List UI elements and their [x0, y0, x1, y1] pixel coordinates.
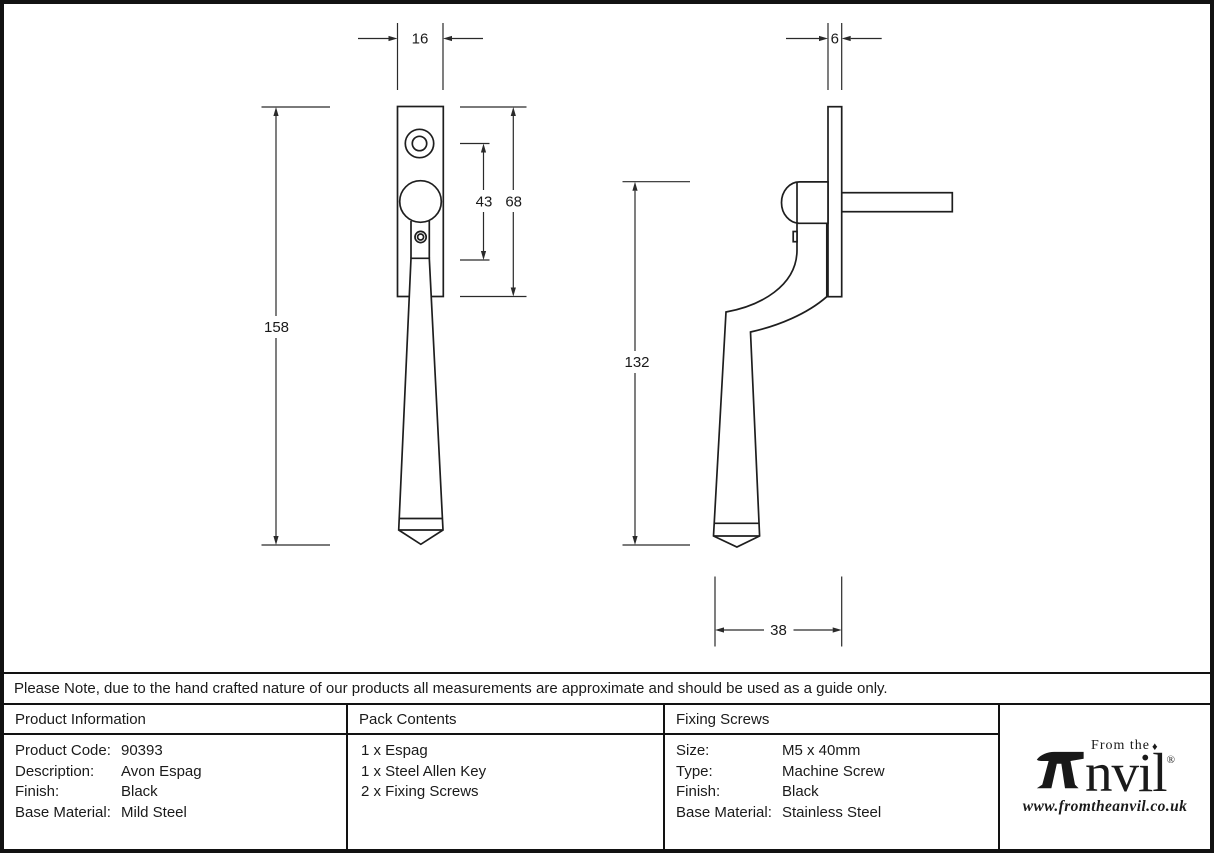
row-label: Size: [676, 742, 710, 759]
logo-url: www.fromtheanvil.co.uk [1022, 798, 1188, 816]
pack-contents-column: Pack Contents 1 x Espag 1 x Steel Allen … [348, 705, 665, 849]
front-grip [397, 257, 444, 546]
dim-side-projection: 38 [770, 622, 787, 639]
row-label: Type: [676, 762, 713, 780]
list-item: 2 x Fixing Screws [361, 783, 479, 801]
logo-prefix: From the♦ [1091, 737, 1159, 753]
dim-side-plate-thickness: 6 [831, 31, 839, 48]
side-handle [712, 222, 828, 548]
table-row: Size: M5 x 40mm [676, 741, 987, 762]
diamond-icon: ♦ [1151, 740, 1159, 753]
front-dimensions: 16 158 43 68 [261, 23, 527, 546]
dim-front-plate-height: 68 [505, 194, 522, 211]
front-grub-screw [414, 230, 428, 244]
registered-mark: ® [1166, 753, 1175, 766]
row-label: Description: [15, 762, 95, 780]
info-table: Product Information Product Code: 90393 … [4, 705, 1210, 849]
row-value: Black [121, 783, 158, 801]
dim-front-total-length: 158 [264, 319, 289, 336]
product-information-header: Product Information [4, 705, 346, 735]
front-view [396, 105, 445, 546]
table-row: Base Material: Mild Steel [15, 803, 335, 824]
brand-logo-cell: From the♦ nvil® www.fromtheanvil.co.uk [1000, 705, 1210, 849]
table-row: Type: Machine Screw [676, 762, 987, 783]
row-label: Base Material: [15, 803, 111, 821]
side-grub-screw [792, 230, 798, 243]
row-value: 90393 [121, 742, 163, 759]
table-row: Finish: Black [15, 782, 335, 803]
row-label: Product Code: [15, 742, 111, 759]
product-information-column: Product Information Product Code: 90393 … [4, 705, 348, 849]
side-knob [780, 181, 829, 225]
note-bar: Please Note, due to the hand crafted nat… [4, 672, 1210, 705]
dim-front-plate-width: 16 [412, 31, 429, 48]
row-label: Base Material: [676, 803, 772, 821]
table-row: Description: Avon Espag [15, 762, 335, 783]
row-label: Finish: [676, 783, 721, 801]
note-text: Please Note, due to the hand crafted nat… [14, 680, 888, 697]
row-value: Stainless Steel [782, 803, 882, 821]
row-value: Avon Espag [121, 762, 202, 780]
pack-contents-header: Pack Contents [348, 705, 663, 735]
front-ferrule [398, 517, 443, 531]
technical-drawing: 16 158 43 68 [261, 23, 954, 647]
side-view [712, 105, 954, 548]
table-row: Product Code: 90393 [15, 741, 335, 762]
front-top-screw-hole [404, 128, 435, 159]
list-item: 1 x Steel Allen Key [361, 762, 487, 780]
side-dimensions: 6 132 38 [622, 23, 882, 647]
table-row: Finish: Black [676, 782, 987, 803]
front-knob [398, 179, 443, 224]
list-item: 1 x Espag [361, 742, 428, 759]
dim-front-hole-to-joint: 43 [476, 194, 493, 211]
row-label: Finish: [15, 783, 60, 801]
logo-name: nvil® [1085, 741, 1175, 803]
side-spindle [840, 191, 954, 213]
from-the-anvil-logo: From the♦ nvil® www.fromtheanvil.co.uk [1023, 738, 1188, 816]
row-value: Black [782, 783, 819, 801]
row-value: Mild Steel [121, 803, 187, 821]
row-value: M5 x 40mm [782, 742, 861, 759]
fixing-screws-header: Fixing Screws [665, 705, 998, 735]
side-backplate [827, 105, 843, 298]
side-ferrule [713, 522, 760, 537]
row-value: Machine Screw [782, 762, 885, 780]
fixing-screws-column: Fixing Screws Size: M5 x 40mm Type: Mach… [665, 705, 1000, 849]
dim-side-handle-length: 132 [624, 354, 649, 371]
table-row: Base Material: Stainless Steel [676, 803, 987, 824]
anvil-icon [1036, 751, 1084, 789]
